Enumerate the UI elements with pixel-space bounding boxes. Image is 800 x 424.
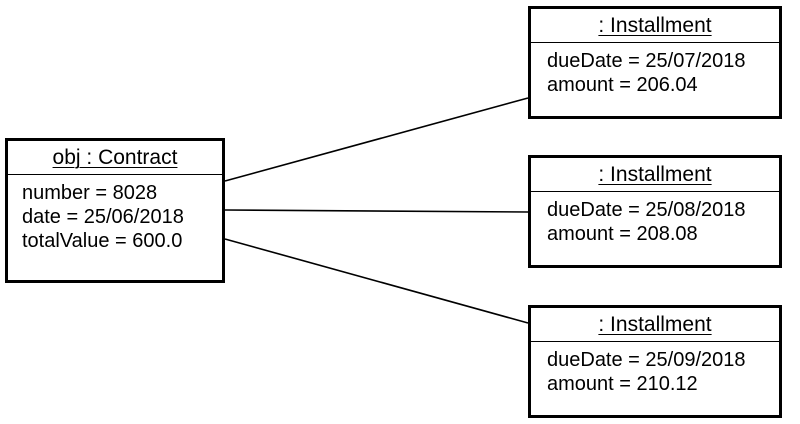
link-contract-installment-1 (224, 97, 529, 182)
contract-attr-date: date = 25/06/2018 (22, 206, 184, 228)
installment-1-amount: amount = 206.04 (547, 74, 698, 96)
installment-3-amount: amount = 210.12 (547, 373, 698, 395)
installment-3-name: : Installment (531, 308, 779, 342)
installment-2-name: : Installment (531, 158, 779, 192)
link-contract-installment-2 (224, 209, 529, 213)
installment-1-attributes: dueDate = 25/07/2018 amount = 206.04 (531, 43, 779, 97)
installment-object-2: : Installment dueDate = 25/08/2018 amoun… (528, 155, 782, 268)
contract-attr-number: number = 8028 (22, 182, 158, 204)
installment-1-due-date: dueDate = 25/07/2018 (547, 50, 746, 72)
installment-3-attributes: dueDate = 25/09/2018 amount = 210.12 (531, 342, 779, 396)
contract-object: obj : Contract number = 8028 date = 25/0… (5, 138, 225, 283)
installment-2-due-date: dueDate = 25/08/2018 (547, 199, 746, 221)
installment-2-attributes: dueDate = 25/08/2018 amount = 208.08 (531, 192, 779, 246)
contract-attributes: number = 8028 date = 25/06/2018 totalVal… (8, 175, 222, 253)
installment-2-amount: amount = 208.08 (547, 223, 698, 245)
installment-3-due-date: dueDate = 25/09/2018 (547, 349, 746, 371)
contract-object-name: obj : Contract (8, 141, 222, 175)
link-contract-installment-3 (224, 238, 529, 324)
installment-object-1: : Installment dueDate = 25/07/2018 amoun… (528, 6, 782, 119)
installment-object-3: : Installment dueDate = 25/09/2018 amoun… (528, 305, 782, 418)
contract-attr-total-value: totalValue = 600.0 (22, 230, 183, 252)
installment-1-name: : Installment (531, 9, 779, 43)
